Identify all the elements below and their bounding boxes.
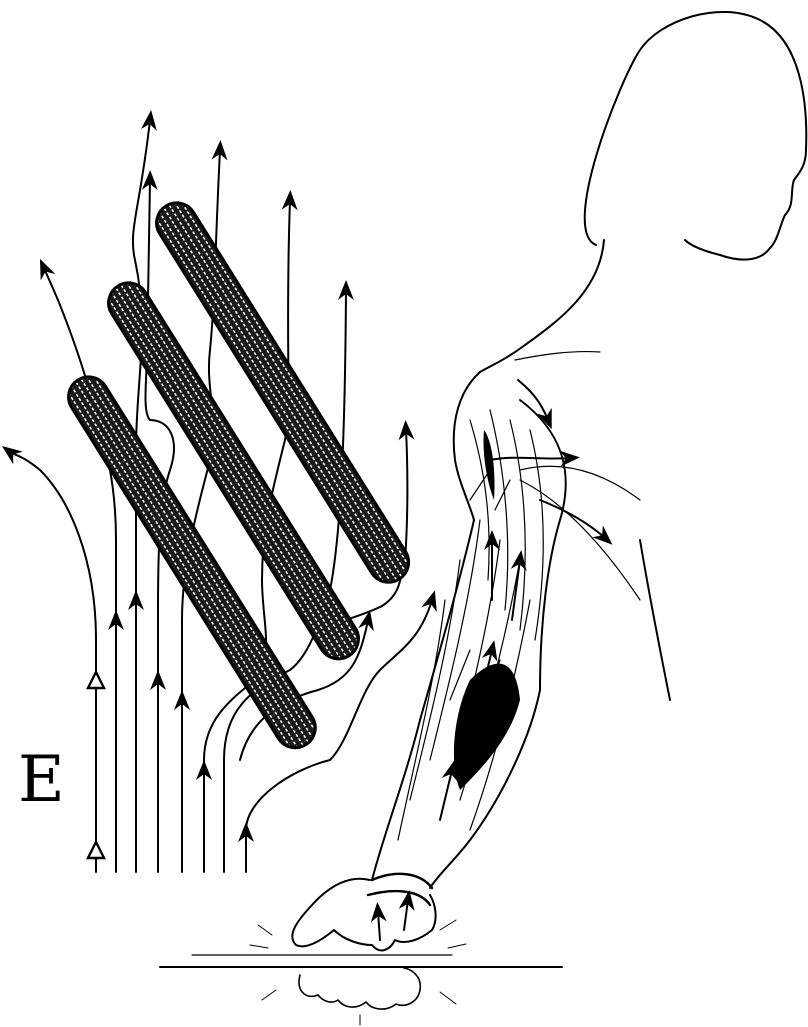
field-line-13 [518, 380, 548, 420]
hand-arrow-2 [404, 900, 408, 930]
wrist-band [368, 874, 432, 905]
field-line-11 [490, 458, 570, 460]
back-outline [640, 540, 670, 700]
hand-outline [292, 879, 435, 951]
forearm-arrow-3 [512, 560, 520, 620]
ground-plate [160, 920, 562, 1025]
fingers-below [299, 968, 420, 1009]
field-label: E [18, 748, 65, 812]
upper-arm-outer [454, 372, 480, 520]
field-lines [10, 120, 605, 872]
rods [61, 195, 416, 755]
muscle-strokes [398, 352, 640, 840]
forearm-shading [454, 664, 520, 790]
field-line-12 [540, 500, 605, 538]
head-outline [585, 12, 807, 260]
forearm-arrow-1 [440, 770, 452, 820]
hand-arrow-1 [378, 912, 380, 940]
spark-rays [250, 920, 466, 1025]
